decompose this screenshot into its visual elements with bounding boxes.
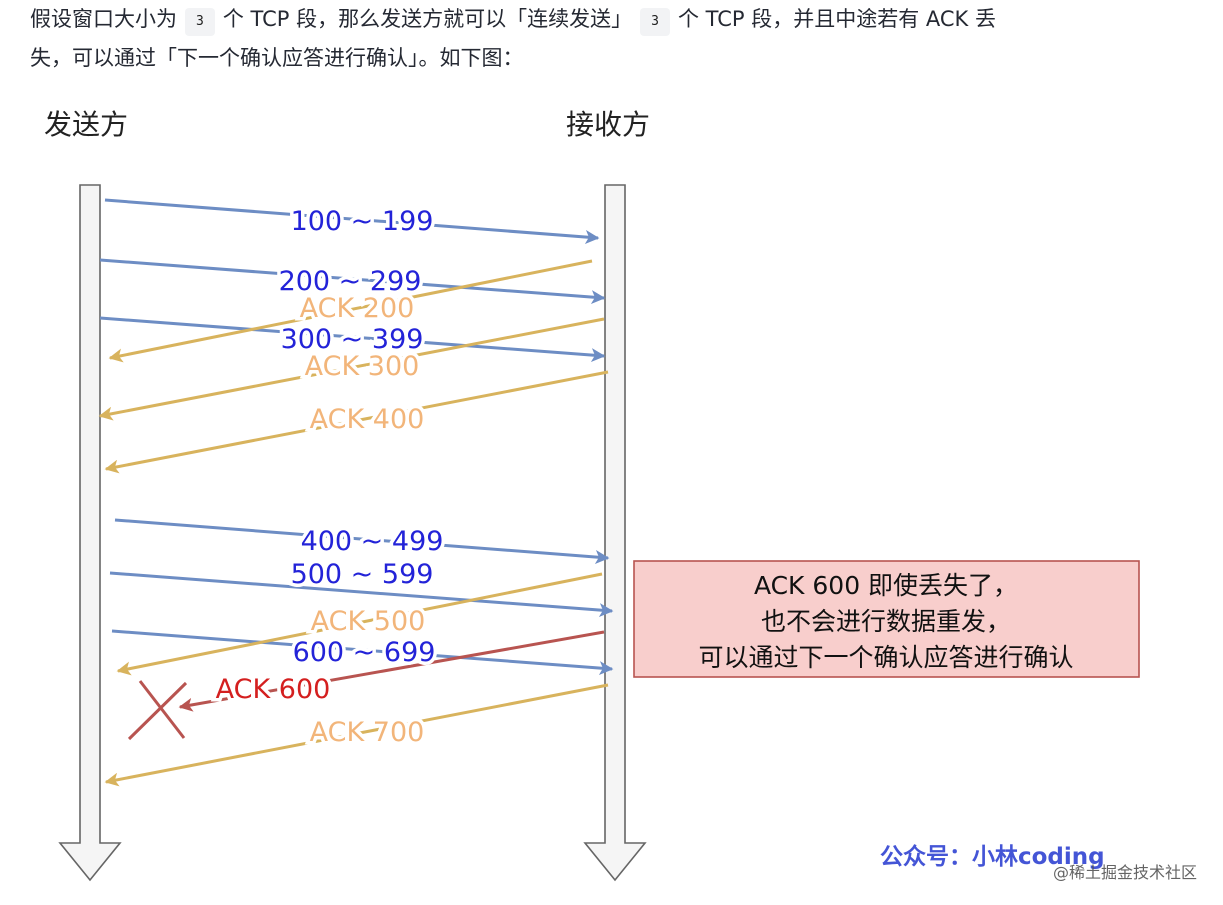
segment-arrow [114,518,610,565]
ack-label: ACK 500 [311,606,426,637]
note-line: ACK 600 即使丢失了， [754,571,1018,600]
note-box [633,560,1140,678]
lost-ack-arrow [178,630,605,712]
segment-label: 400 ~ 499 [301,526,444,557]
intro-line-2: 失，可以通过「下一个确认应答进行确认」。如下图： [30,46,524,70]
segment-label: 100 ~ 199 [291,206,434,237]
intro-text-1b: 个 TCP 段，那么发送方就可以「连续发送」 [222,7,633,31]
sender-label: 发送方 [44,108,128,141]
intro-text-1a: 假设窗口大小为 [30,7,177,31]
intro-text-1c: 个 TCP 段，并且中途若有 ACK 丢 [677,7,996,31]
segment-label: 300 ~ 399 [281,324,424,355]
ack-arrow [104,683,609,787]
ack-arrow [98,317,605,421]
segment-label: 200 ~ 299 [279,266,422,297]
note-line: 可以通过下一个确认应答进行确认 [698,643,1073,672]
segment-arrow [109,571,614,618]
segment-arrow [99,258,606,305]
note-line: 也不会进行数据重发， [761,607,1011,636]
intro-paragraph: 假设窗口大小为 3 个 TCP 段，那么发送方就可以「连续发送」 3 个 TCP 段，并… [30,0,1200,78]
segment-label: 600 ~ 699 [293,637,436,668]
site-watermark: @稀土掘金技术社区 [1053,863,1197,882]
segment-arrow [104,198,600,245]
receiver-timeline-arrow [583,184,647,882]
segment-arrow [111,629,614,676]
ack-label: ACK 700 [310,717,425,748]
inline-code-segment-count: 3 [640,8,670,36]
segment-label: 500 ~ 599 [291,559,434,590]
segment-arrow [99,316,606,363]
ack-label: ACK 400 [310,404,425,435]
ack-arrow [116,572,603,676]
inline-code-window-size: 3 [185,8,215,36]
sender-timeline-arrow [58,184,122,882]
intro-line-1: 假设窗口大小为 3 个 TCP 段，那么发送方就可以「连续发送」 3 个 TCP 段，并… [30,0,1200,39]
ack-arrow [108,259,593,363]
lost-cross-mark [127,681,188,741]
lost-cross-mark [138,680,186,739]
ack-label: ACK 200 [300,293,415,324]
lost-ack-label: ACK 600 [216,674,331,705]
brand-label: 公众号：小林coding [880,843,1105,870]
ack-label: ACK 300 [305,351,420,382]
ack-arrow [104,370,609,474]
receiver-label: 接收方 [566,108,650,141]
